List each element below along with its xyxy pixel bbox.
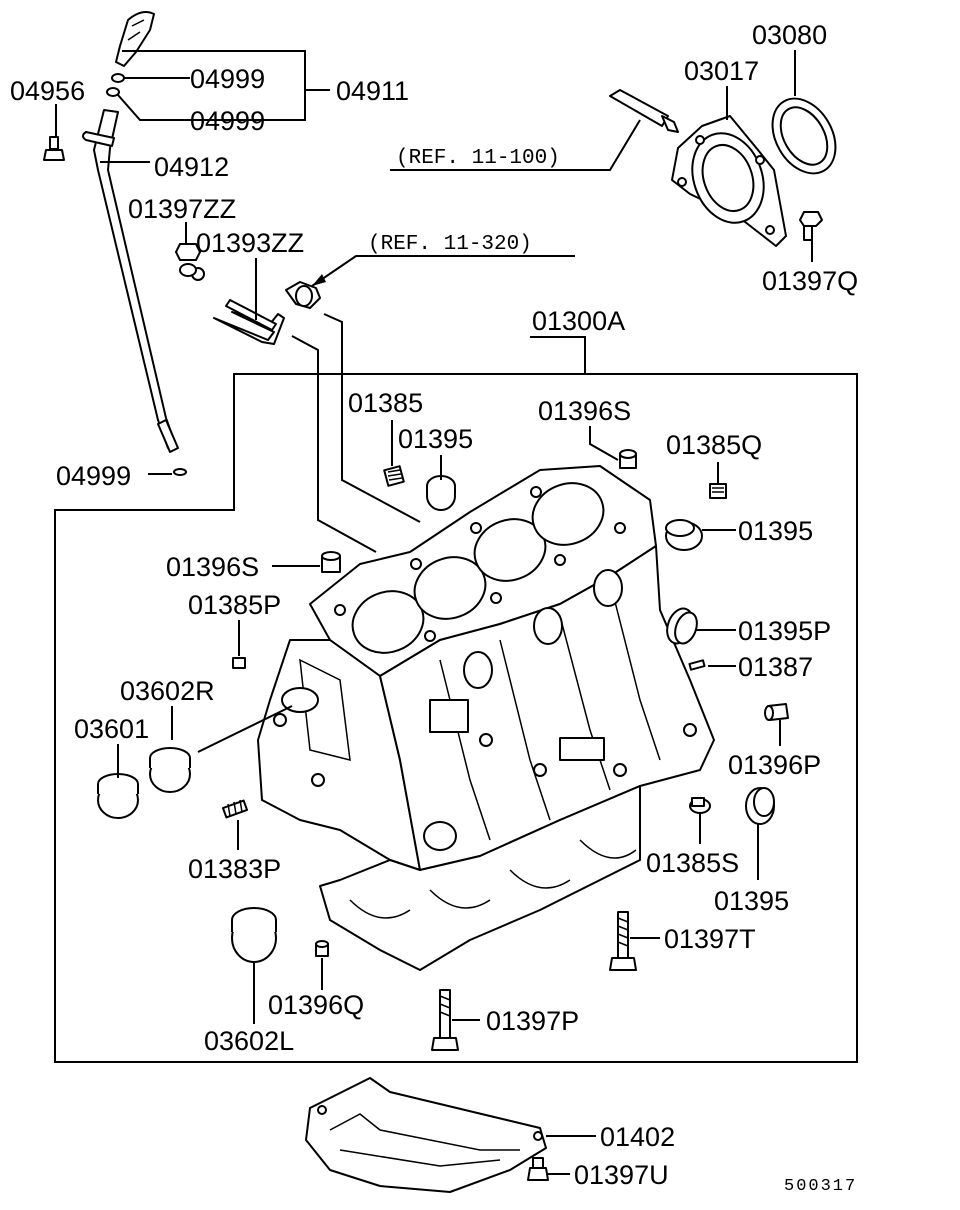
- plug-01385-icon: [383, 465, 405, 487]
- bolt-01397U-icon: [527, 1157, 549, 1181]
- label-01395P: 01395P: [738, 616, 831, 646]
- label-01395-c: 01395: [714, 886, 789, 916]
- leader-01300A: [530, 336, 586, 374]
- bearing-03602L-icon: [231, 907, 277, 963]
- ref-11-100: (REF. 11-100): [396, 147, 560, 170]
- bolt-01397Q-icon: [799, 211, 823, 241]
- plug-01385P-icon: [232, 657, 246, 669]
- label-01396S-b: 01396S: [166, 552, 259, 582]
- label-01396Q: 01396Q: [268, 990, 364, 1020]
- cap-01395P-icon: [666, 607, 698, 645]
- label-04956: 04956: [10, 76, 85, 106]
- bearing-03602R-icon: [149, 747, 191, 793]
- label-04999-c: 04999: [56, 461, 131, 491]
- plug-01385S-icon: [689, 797, 711, 814]
- label-01397P: 01397P: [486, 1006, 579, 1036]
- label-01395-a: 01395: [398, 424, 473, 454]
- cylinder-block-frame: [54, 373, 858, 1063]
- bearing-03601-icon: [97, 773, 139, 819]
- leader-ref-11-320: [311, 255, 575, 287]
- label-03080: 03080: [752, 20, 827, 50]
- cylinder-block: [257, 465, 715, 971]
- label-01397T: 01397T: [664, 924, 756, 954]
- leader-04999-b: [117, 94, 190, 121]
- sensor-11-320-icon: [285, 281, 321, 309]
- bolt-01397ZZ-icon: [175, 243, 205, 281]
- cap-01395-c-icon: [745, 787, 775, 825]
- leader-sensor-to-block: [323, 313, 421, 523]
- plug-01396P-icon: [764, 703, 789, 721]
- plug-01396S-a-icon: [619, 449, 637, 469]
- label-01385: 01385: [348, 388, 423, 418]
- label-01397Q: 01397Q: [762, 266, 858, 296]
- leader-03602R-to-block: [197, 705, 293, 753]
- bolt-01397T-icon: [609, 911, 637, 971]
- leader-ref-11-100: [390, 119, 641, 171]
- plug-01383P-icon: [221, 799, 249, 819]
- plug-01385Q-icon: [709, 483, 727, 499]
- diagram-code: 500317: [784, 1177, 857, 1196]
- label-01402: 01402: [600, 1122, 675, 1152]
- label-01397ZZ: 01397ZZ: [128, 194, 236, 224]
- label-01385P: 01385P: [188, 590, 281, 620]
- sealant-tube-icon: [609, 89, 679, 133]
- label-03602L: 03602L: [204, 1026, 294, 1056]
- under-cover-01402: [305, 1077, 547, 1193]
- label-01396S-a: 01396S: [538, 396, 631, 426]
- label-01387: 01387: [738, 652, 813, 682]
- leader-jet-to-block: [291, 335, 377, 553]
- plug-01396S-b-icon: [321, 551, 341, 573]
- label-01385Q: 01385Q: [666, 430, 762, 460]
- plug-01396Q-icon: [315, 940, 329, 957]
- leader-04911-bracket: [122, 50, 306, 121]
- label-01397U: 01397U: [574, 1160, 669, 1190]
- rear-oil-seal-case-03017: [671, 115, 787, 247]
- label-01300A: 01300A: [532, 306, 625, 336]
- label-04999-b: 04999: [190, 106, 265, 136]
- oil-jet-01393ZZ-icon: [213, 299, 285, 345]
- bolt-04956-icon: [43, 136, 65, 161]
- label-01383P: 01383P: [188, 854, 281, 884]
- label-03602R: 03602R: [120, 676, 215, 706]
- leader-01396S-a: [589, 426, 619, 461]
- cap-01395-b-icon: [665, 519, 703, 551]
- label-04912: 04912: [154, 152, 229, 182]
- bolt-01397P-icon: [431, 989, 459, 1051]
- rear-oil-seal-03080: [771, 97, 837, 175]
- ref-11-320: (REF. 11-320): [368, 233, 532, 256]
- label-01395-b: 01395: [738, 516, 813, 546]
- dipstick-assembly: [82, 11, 187, 476]
- label-01393ZZ: 01393ZZ: [196, 228, 304, 258]
- cap-01395-a-icon: [426, 475, 456, 511]
- label-01385S: 01385S: [646, 848, 739, 878]
- pin-01387-icon: [688, 659, 706, 671]
- label-01396P: 01396P: [728, 750, 821, 780]
- label-03601: 03601: [74, 714, 149, 744]
- label-04911: 04911: [336, 76, 409, 106]
- label-04999-a: 04999: [190, 64, 265, 94]
- label-03017: 03017: [684, 56, 759, 86]
